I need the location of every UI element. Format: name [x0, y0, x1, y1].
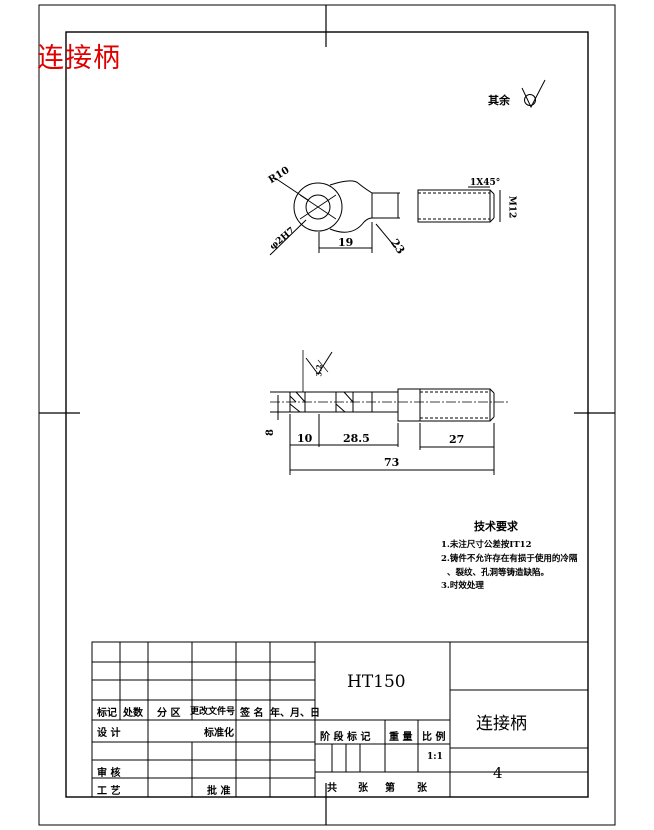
tech-title: 技术要求 [474, 520, 518, 533]
dim-10: 10 [297, 432, 313, 445]
dim-73: 73 [384, 456, 400, 469]
col-zone: 分 区 [157, 708, 181, 719]
label-stage: 阶 段 标 记 [320, 732, 371, 743]
dim-chamfer: 1X45° [470, 178, 501, 188]
label-review: 审 核 [97, 768, 121, 779]
outer-border [38, 4, 616, 826]
part-name: 连接柄 [476, 714, 527, 734]
label-design: 设 计 [97, 728, 121, 739]
top-view [269, 177, 501, 256]
col-date: 年、月、日 [270, 708, 320, 719]
dim-28-5: 28.5 [343, 432, 370, 445]
front-view [270, 350, 510, 475]
centering-marks [39, 5, 615, 825]
tech-item-3: 、裂纹、孔洞等铸造缺陷。 [447, 568, 550, 578]
part-title-red: 连接柄 [37, 43, 121, 74]
dim-roughness-3-2: 3.2 [314, 364, 324, 377]
label-total: 共 [327, 783, 337, 794]
sheet-number: 4 [493, 764, 503, 782]
dim-19: 19 [338, 236, 354, 249]
label-approve: 批 准 [207, 786, 231, 797]
roughness-symbol [521, 79, 546, 109]
title-block [91, 641, 589, 798]
dim-27: 27 [449, 433, 465, 446]
col-mark: 标记 [97, 708, 117, 719]
tech-item-1: 1.未注尺寸公差按IT12 [441, 540, 532, 550]
label-sheets-1: 张 [358, 783, 368, 794]
col-count: 处数 [123, 708, 143, 719]
label-process: 工 艺 [97, 786, 121, 797]
label-weight: 重 量 [389, 732, 413, 743]
dim-thread: M12 [506, 195, 517, 219]
inner-frame [65, 31, 589, 798]
label-sheets-2: 张 [417, 783, 427, 794]
roughness-label: 其余 [488, 94, 510, 107]
scale-value: 1:1 [427, 752, 443, 762]
dim-8: 8 [264, 429, 276, 436]
label-no: 第 [385, 783, 395, 794]
tech-item-4: 3.时效处理 [441, 581, 484, 591]
col-sign: 签 名 [240, 708, 264, 719]
label-standard: 标准化 [204, 728, 234, 739]
label-scale: 比 例 [422, 732, 446, 743]
material: HT150 [347, 672, 406, 692]
tech-item-2: 2.铸件不允许存在有损于使用的冷隔 [441, 554, 578, 564]
col-doc: 更改文件号 [190, 707, 236, 717]
